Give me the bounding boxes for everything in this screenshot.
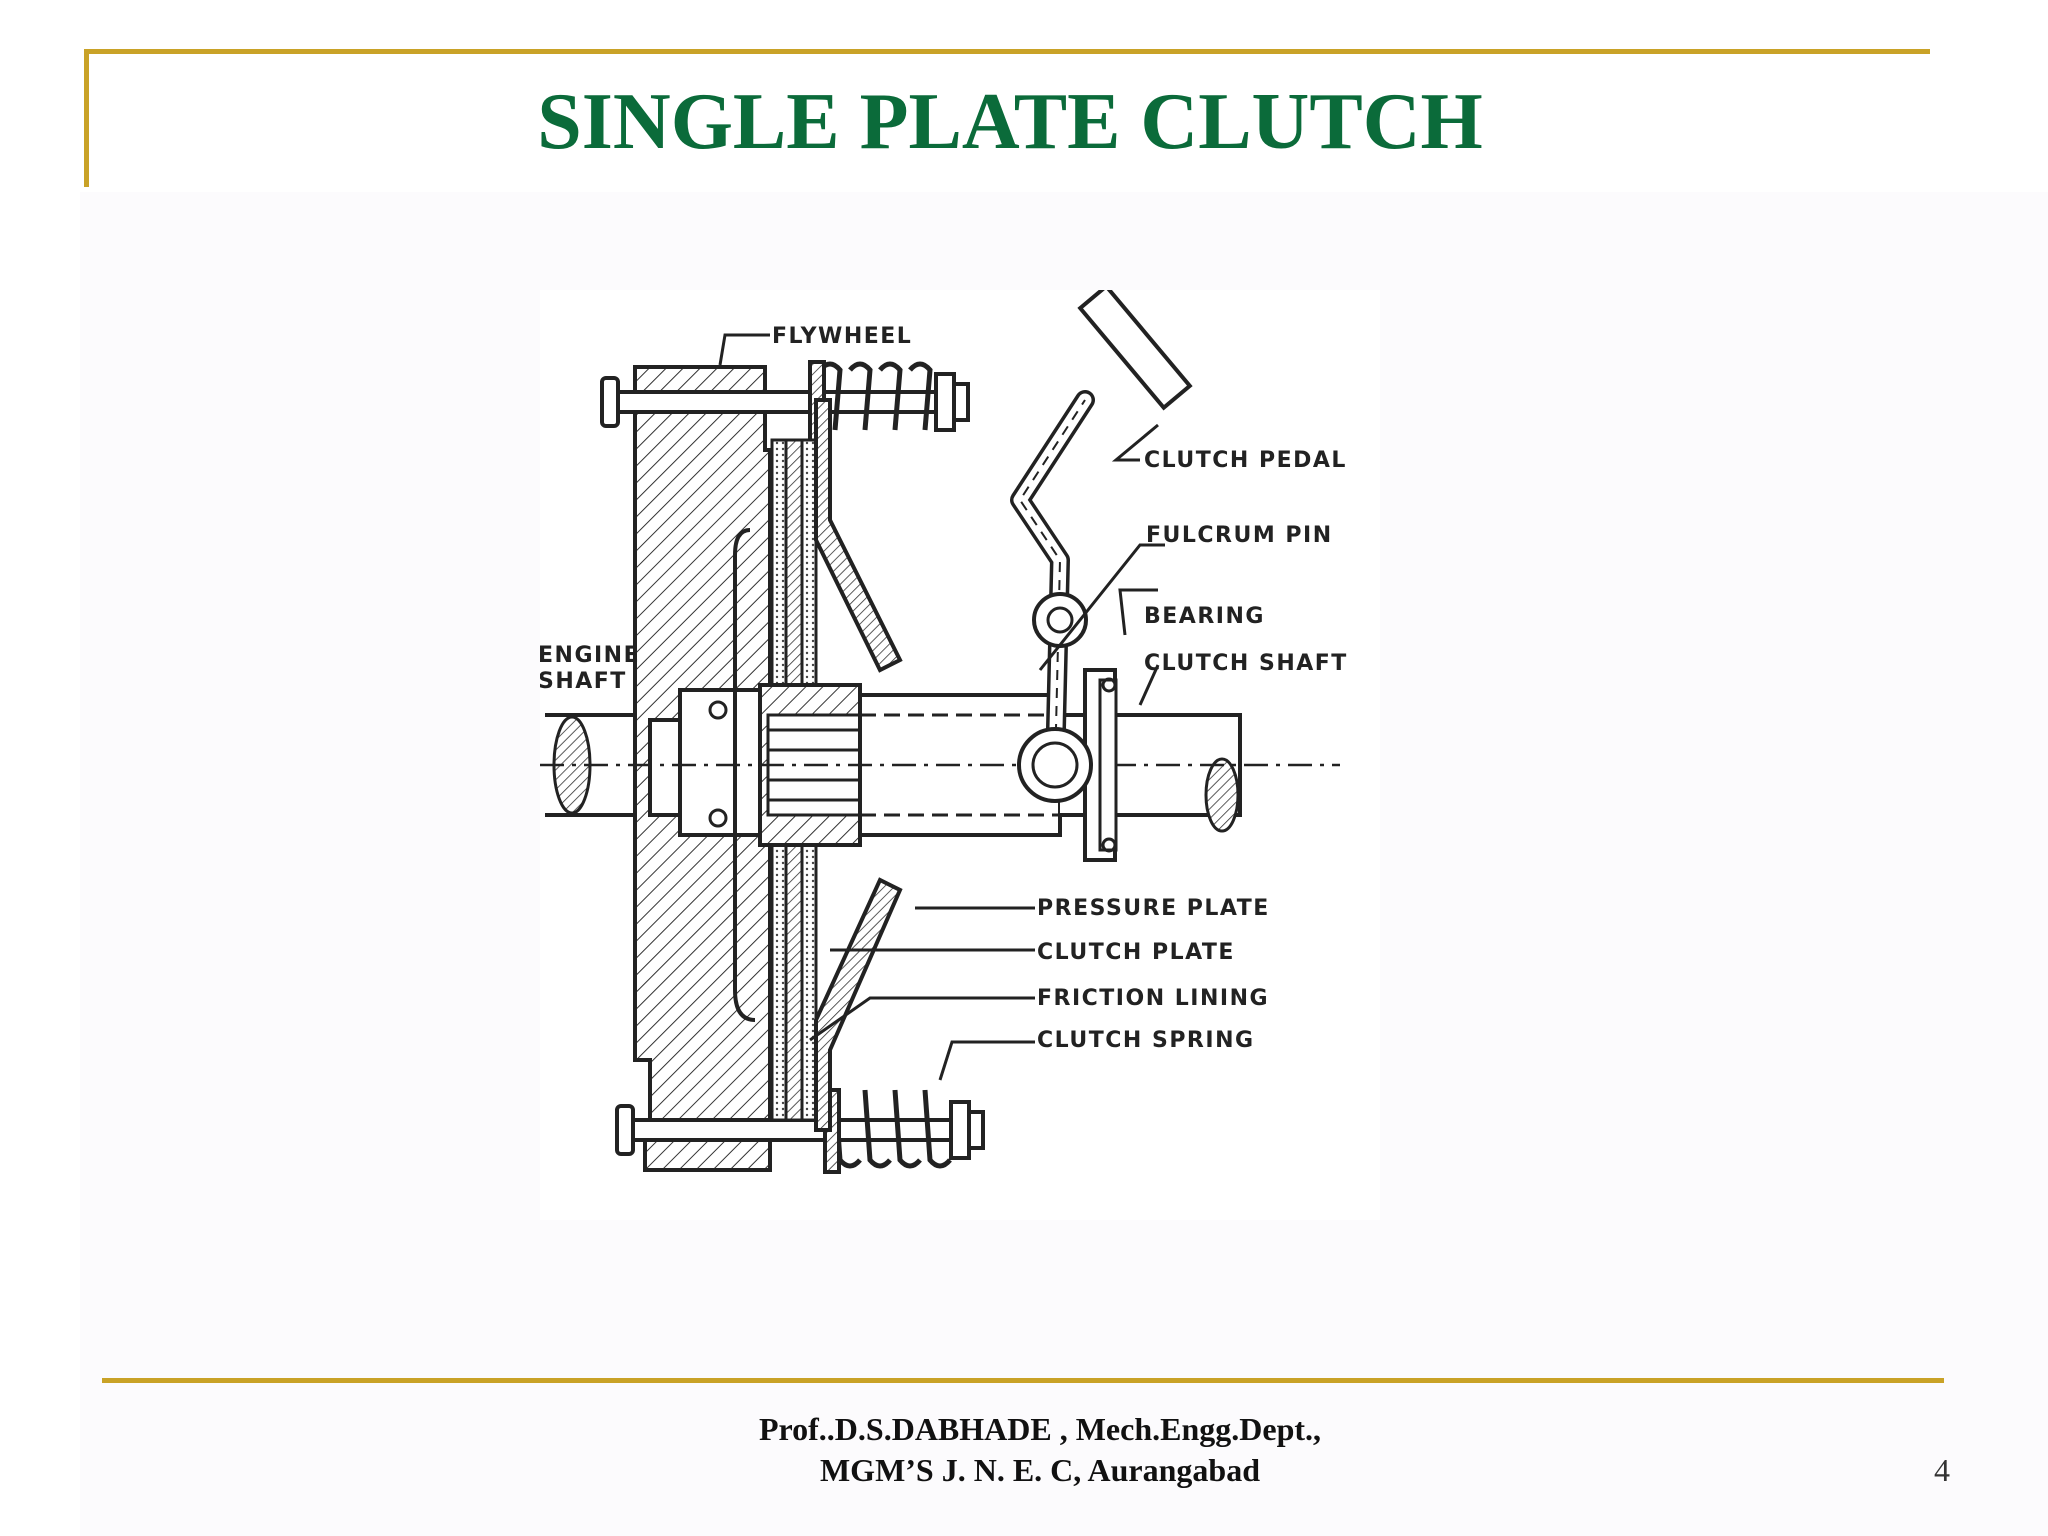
- left-rule: [84, 49, 89, 187]
- clutch-lever: [1010, 390, 1095, 803]
- leader-lines: [718, 333, 1165, 1081]
- flywheel-cavity: [733, 528, 756, 1022]
- clutch-pedal-pad: [1077, 283, 1193, 411]
- top-rule: [84, 49, 1930, 54]
- label-bearing: BEARING: [1144, 604, 1265, 629]
- pressure-plate: [814, 398, 903, 1132]
- footer-author: Prof..D.S.DABHADE , Mech.Engg.Dept.,: [758, 1411, 1322, 1447]
- label-clutch-pedal: CLUTCH PEDAL: [1144, 448, 1347, 473]
- footer-institution: MGM’S J. N. E. C, Aurangabad: [819, 1452, 1261, 1488]
- clutch-diagram: FLYWHEEL CLUTCH PEDAL FULCRUM PIN BEARIN…: [538, 283, 1380, 1220]
- label-flywheel: FLYWHEEL: [772, 324, 912, 349]
- label-pressure-plate: PRESSURE PLATE: [1037, 896, 1270, 921]
- slide-title: SINGLE PLATE CLUTCH: [537, 78, 1483, 166]
- label-friction-lining: FRICTION LINING: [1037, 986, 1269, 1011]
- label-clutch-shaft: CLUTCH SHAFT: [1144, 651, 1348, 676]
- bottom-rule: [102, 1378, 1944, 1383]
- label-engine-shaft-1: ENGINE: [540, 643, 640, 668]
- label-fulcrum-pin: FULCRUM PIN: [1146, 523, 1333, 548]
- page-number: 4: [1934, 1452, 1950, 1488]
- release-bearing: [1083, 668, 1118, 862]
- label-engine-shaft-2: SHAFT: [540, 669, 627, 694]
- label-clutch-spring: CLUTCH SPRING: [1037, 1028, 1255, 1053]
- label-clutch-plate: CLUTCH PLATE: [1037, 940, 1235, 965]
